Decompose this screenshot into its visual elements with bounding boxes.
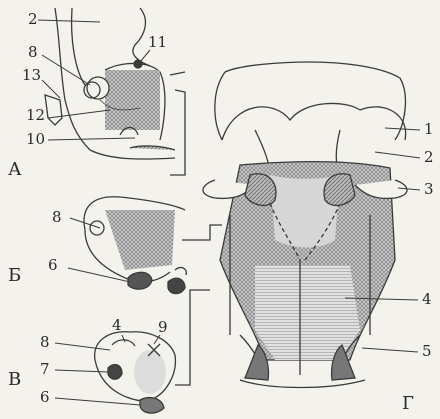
label-2-panel-a: 2 <box>28 12 38 27</box>
panel-g-label: Г <box>402 396 414 411</box>
label-13: 13 <box>22 68 41 83</box>
label-6-panel-v: 6 <box>40 390 50 405</box>
panel-g-drawing <box>203 62 420 388</box>
label-3: 3 <box>424 182 434 197</box>
label-8-panel-a: 8 <box>28 45 38 60</box>
label-11: 11 <box>148 35 167 50</box>
label-5: 5 <box>422 344 432 359</box>
label-7: 7 <box>40 362 50 377</box>
panel-b-label: Б <box>8 268 21 283</box>
label-2-panel-g: 2 <box>424 150 434 165</box>
label-9: 9 <box>158 320 168 335</box>
panel-v-drawing <box>95 290 210 413</box>
label-4-panel-g: 4 <box>422 292 432 307</box>
label-10: 10 <box>26 132 45 147</box>
label-1: 1 <box>424 122 434 137</box>
label-8-panel-b: 8 <box>52 210 62 225</box>
label-12: 12 <box>26 108 45 123</box>
panel-a-label: А <box>8 162 22 177</box>
label-8-panel-v: 8 <box>40 335 50 350</box>
panel-v-label: В <box>8 372 21 387</box>
label-6-panel-b: 6 <box>48 258 58 273</box>
panel-b-drawing <box>84 197 222 294</box>
label-4-panel-v: 4 <box>112 318 122 333</box>
